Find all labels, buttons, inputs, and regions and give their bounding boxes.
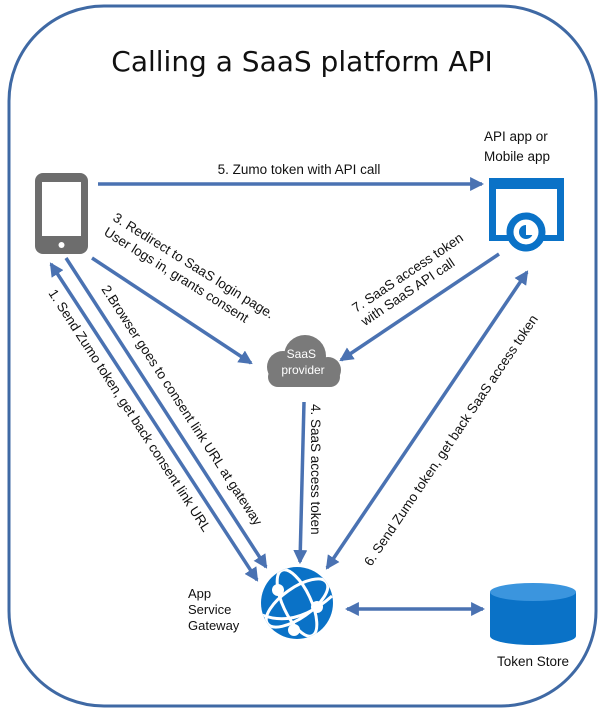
api-app-window-icon (489, 178, 564, 252)
gateway-line-3: Gateway (188, 618, 240, 633)
gateway-line-1: App (188, 586, 211, 601)
saas-provider-label: SaaS provider (281, 347, 324, 377)
app-service-gateway-globe-icon (261, 567, 333, 639)
mobile-phone-icon (35, 173, 88, 254)
gateway-line-2: Service (188, 602, 231, 617)
arrow-step-6 (325, 270, 529, 570)
token-store-database-icon (490, 583, 576, 645)
arrow-step-2 (64, 257, 268, 569)
saas-provider-line-1: SaaS (287, 347, 316, 361)
saas-provider-cloud-icon (267, 335, 341, 387)
api-app-label: API app or Mobile app (484, 129, 552, 164)
step-5-label: 5. Zumo token with API call (218, 162, 381, 177)
api-app-line-1: API app or (484, 129, 548, 144)
arrow-step-4 (293, 401, 308, 565)
saas-provider-line-2: provider (281, 363, 324, 377)
api-app-line-2: Mobile app (484, 149, 550, 164)
arrow-step-1 (49, 262, 259, 582)
gateway-label: App Service Gateway (188, 586, 240, 633)
step-4-label: 4. SaaS access token (308, 404, 323, 535)
token-store-label: Token Store (497, 654, 569, 669)
diagram-title: Calling a SaaS platform API (111, 45, 492, 78)
